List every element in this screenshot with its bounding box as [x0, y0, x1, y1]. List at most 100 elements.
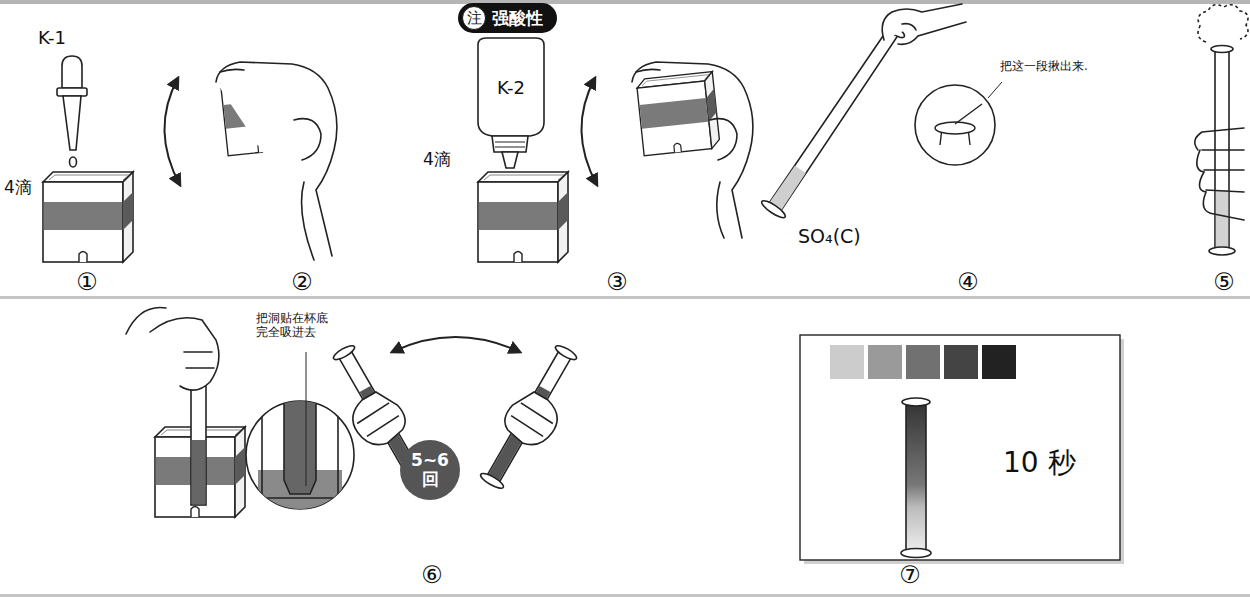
tube-name: SO₄(C)	[798, 226, 861, 248]
art-part	[487, 349, 572, 482]
art-part	[262, 400, 338, 498]
note: 把洞贴在杯底 完全吸进去	[256, 312, 328, 340]
art-part	[1195, 128, 1244, 150]
art-part	[636, 69, 660, 72]
art-part	[294, 119, 321, 160]
art-part	[710, 119, 737, 160]
count-badge: 5~6 回	[400, 440, 460, 500]
art-part	[632, 62, 753, 238]
art-part	[495, 142, 525, 147]
art-part	[70, 157, 77, 167]
art-part	[944, 345, 978, 379]
art-part	[717, 182, 724, 238]
badge-text: 强酸性	[492, 7, 543, 30]
dropper	[57, 56, 87, 167]
mid-rule	[0, 296, 1250, 299]
badge-text: 5~6 回	[411, 451, 449, 488]
art-part	[906, 402, 926, 552]
art-part	[150, 318, 219, 390]
art-part	[478, 38, 544, 136]
art-part	[306, 352, 307, 486]
art-part	[216, 62, 337, 256]
art-part	[192, 440, 205, 504]
art-part	[216, 62, 337, 260]
art-part	[345, 385, 413, 453]
art-part	[502, 152, 518, 168]
art-part	[356, 402, 400, 438]
test-tube	[901, 398, 931, 558]
art-part	[868, 345, 902, 379]
art-part	[1197, 150, 1244, 220]
hand	[882, 4, 966, 44]
art-part	[830, 345, 864, 379]
art-part	[126, 308, 166, 334]
badge-text: 注	[467, 11, 482, 26]
art-part	[800, 335, 1120, 560]
art-part	[284, 400, 316, 494]
art-part	[492, 136, 528, 152]
shake-arrow	[392, 337, 520, 352]
art-part	[632, 62, 753, 238]
reagent-name: K-1	[38, 28, 66, 49]
step-number: ④	[957, 269, 979, 297]
art-part	[988, 82, 1002, 98]
shake-arrow	[581, 78, 597, 185]
magnifier	[915, 82, 1002, 165]
art-part	[636, 72, 720, 156]
art-part	[902, 398, 930, 406]
art-part	[63, 96, 81, 150]
step-number: ⑥	[421, 562, 443, 590]
art-part	[901, 549, 931, 558]
color-chart	[800, 335, 1124, 564]
hand-tube	[472, 339, 593, 499]
art-part	[62, 56, 82, 88]
hand-cup	[632, 62, 753, 238]
art-part	[184, 352, 214, 368]
art-part	[554, 343, 579, 362]
art-part	[498, 385, 566, 453]
step-number: ③	[606, 269, 628, 297]
hand	[126, 308, 219, 391]
art-part	[510, 402, 554, 438]
art-part	[898, 22, 966, 44]
art-part	[760, 198, 788, 220]
magnifier	[246, 352, 354, 510]
art-part	[902, 24, 916, 30]
art-part	[982, 345, 1016, 379]
art-part	[1216, 190, 1228, 249]
drop-count: 4滴	[423, 150, 451, 170]
reagent-bottle	[478, 38, 544, 183]
step-number: ②	[291, 269, 313, 297]
step-number: ⑤	[1213, 269, 1235, 297]
test-cup	[478, 172, 568, 262]
test-cup	[43, 172, 133, 262]
art-part	[1198, 5, 1248, 42]
art-part	[57, 88, 87, 96]
tube-puff	[1195, 5, 1248, 255]
step-number: ⑦	[899, 562, 921, 590]
drop-count: 4滴	[4, 178, 32, 198]
top-rule	[0, 0, 1250, 4]
art-part	[1195, 128, 1244, 220]
art-part	[479, 471, 506, 491]
shake-arrow	[164, 78, 180, 185]
art-part	[1209, 247, 1235, 255]
hand-cup	[216, 62, 337, 260]
time-label: 10 秒	[1003, 447, 1076, 479]
art-part	[915, 85, 995, 165]
art-part	[906, 345, 940, 379]
test-cup	[155, 427, 245, 517]
art-part	[220, 69, 244, 72]
test-tube	[760, 16, 911, 221]
reagent-name: K-2	[497, 78, 525, 99]
art-part	[246, 401, 354, 509]
art-part	[1202, 150, 1244, 192]
bottom-rule	[0, 594, 1250, 597]
art-part	[332, 343, 357, 362]
art-part	[302, 182, 314, 260]
art-part	[1211, 46, 1233, 53]
art-part	[955, 104, 982, 124]
warning-mark: 注	[462, 6, 486, 30]
